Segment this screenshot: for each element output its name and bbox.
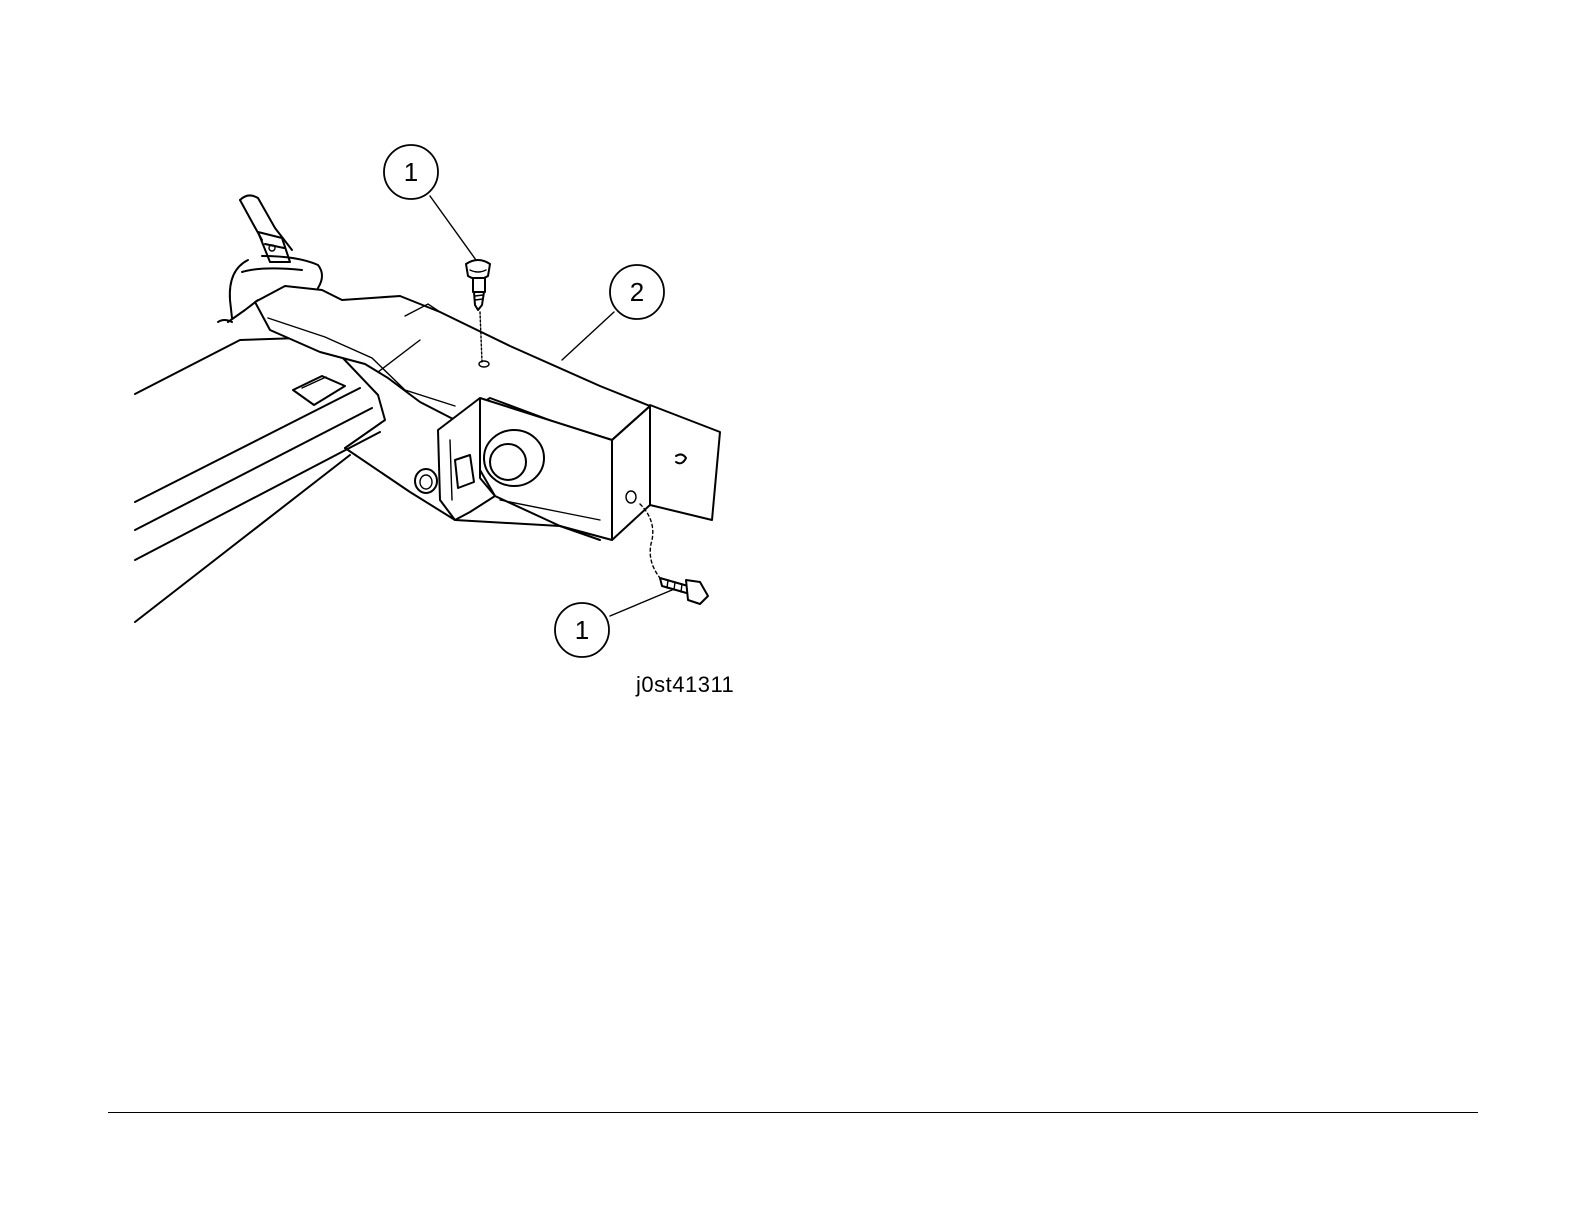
- callout-1-bottom-label: 1: [575, 615, 589, 645]
- callout-2-label: 2: [630, 277, 644, 307]
- callout-1-top-label: 1: [404, 157, 418, 187]
- figure-id-label: j0st41311: [636, 672, 734, 698]
- callout-1-top: 1: [384, 145, 438, 199]
- screw-bottom: [640, 504, 708, 604]
- callout-2: 2: [610, 265, 664, 319]
- bracket-cover: [255, 286, 720, 540]
- footer-divider: [108, 1112, 1478, 1113]
- callout-1-bottom: 1: [555, 603, 609, 657]
